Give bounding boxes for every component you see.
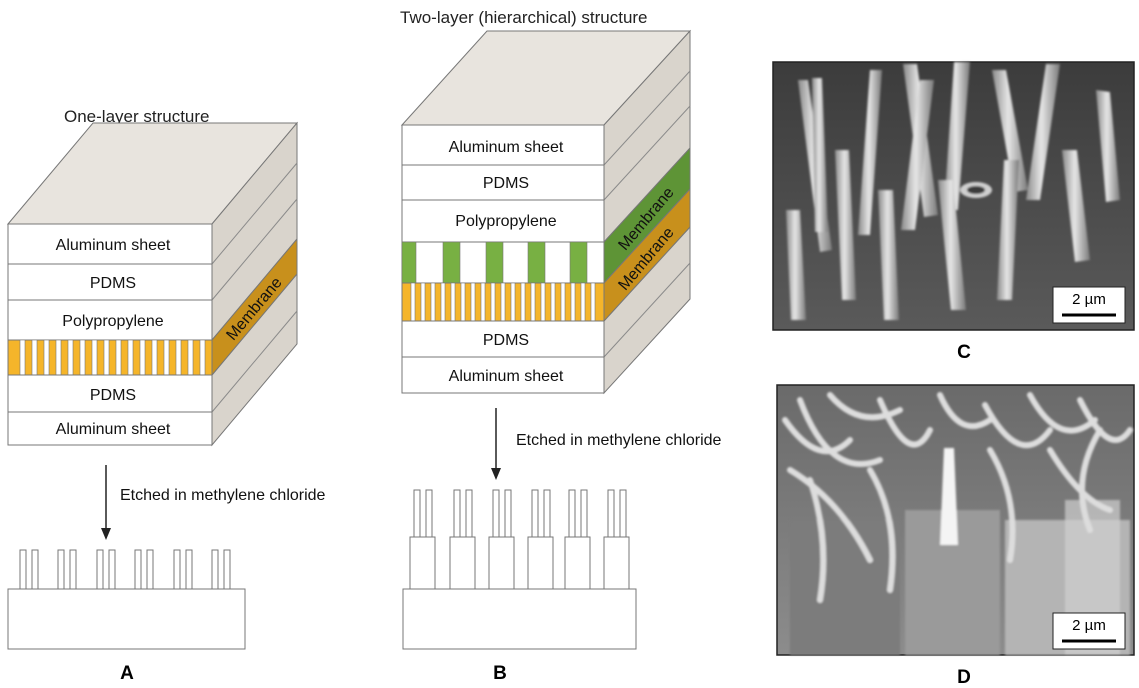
panel-b-arrow bbox=[491, 408, 501, 480]
panel-b-layer-label-2: PDMS bbox=[483, 175, 529, 192]
panel-c: 2 µm C bbox=[772, 61, 1135, 363]
panel-b-layer-polypropylene bbox=[401, 199, 605, 243]
panel-b-layer-label-4: PDMS bbox=[483, 332, 529, 349]
panel-b-layer-pdms-bottom bbox=[401, 320, 605, 358]
panel-c-nanotubes bbox=[786, 62, 1120, 320]
panel-d-scale-label: 2 µm bbox=[1072, 617, 1106, 634]
panel-b-etched-base bbox=[402, 588, 637, 650]
panel-a-layer-label-5: Aluminum sheet bbox=[56, 421, 171, 438]
panel-a-arrow bbox=[101, 465, 111, 540]
panel-a-layer-polypropylene bbox=[7, 299, 213, 341]
panel-b-layer-label-1: Aluminum sheet bbox=[449, 139, 564, 156]
panel-b-etched-result bbox=[402, 489, 637, 650]
panel-d: 2 µm D bbox=[776, 384, 1135, 688]
panel-b: Two-layer (hierarchical) structure Membr… bbox=[400, 8, 722, 684]
panel-b-membrane-green-blocks bbox=[401, 241, 588, 284]
panel-b-layer-pdms-top bbox=[401, 164, 605, 201]
panel-a-layer-label-1: Aluminum sheet bbox=[56, 237, 171, 254]
panel-b-layer-label-5: Aluminum sheet bbox=[449, 368, 564, 385]
panel-c-scale-label: 2 µm bbox=[1072, 291, 1106, 308]
panel-a-process-label: Etched in methylene chloride bbox=[120, 487, 326, 504]
panel-a-layer-aluminum-bottom bbox=[7, 411, 213, 446]
panel-b-layer-label-3: Polypropylene bbox=[455, 213, 557, 230]
panel-a-layer-label-3: Polypropylene bbox=[62, 313, 164, 330]
panel-a-etched-base bbox=[7, 588, 246, 650]
panel-b-etched-upper-pillars bbox=[413, 489, 627, 538]
panel-d-scale-box bbox=[1052, 612, 1126, 650]
panel-a: One-layer structure Membrane bbox=[6, 107, 326, 684]
panel-a-block: Membrane Aluminum sheet PDMS Polypropyle… bbox=[6, 121, 299, 447]
panel-b-process-label: Etched in methylene chloride bbox=[516, 432, 722, 449]
panel-a-layer-label-2: PDMS bbox=[90, 275, 136, 292]
panel-a-layer-pdms-top bbox=[7, 263, 213, 301]
panel-a-membrane-pores bbox=[19, 339, 206, 376]
panel-c-label: C bbox=[957, 342, 971, 363]
panel-c-scale-box bbox=[1052, 286, 1126, 324]
panel-a-etched-pillars bbox=[19, 549, 231, 590]
panel-b-layer-aluminum-bottom bbox=[401, 356, 605, 394]
panel-d-structures bbox=[782, 392, 1133, 655]
panel-a-etched-result bbox=[7, 549, 246, 650]
panel-a-layer-label-4: PDMS bbox=[90, 387, 136, 404]
panel-a-title: One-layer structure bbox=[64, 107, 210, 126]
panel-b-label: B bbox=[493, 663, 507, 684]
panel-a-label: A bbox=[120, 663, 134, 684]
panel-a-layer-aluminum-top bbox=[7, 223, 213, 265]
panel-b-block: Membrane Membrane bbox=[400, 29, 692, 395]
panel-b-etched-lower-pillars bbox=[409, 536, 630, 590]
panel-a-layer-pdms-bottom bbox=[7, 374, 213, 413]
panel-b-title: Two-layer (hierarchical) structure bbox=[400, 8, 648, 27]
panel-a-membrane-front bbox=[7, 339, 213, 376]
panel-d-label: D bbox=[957, 667, 971, 688]
